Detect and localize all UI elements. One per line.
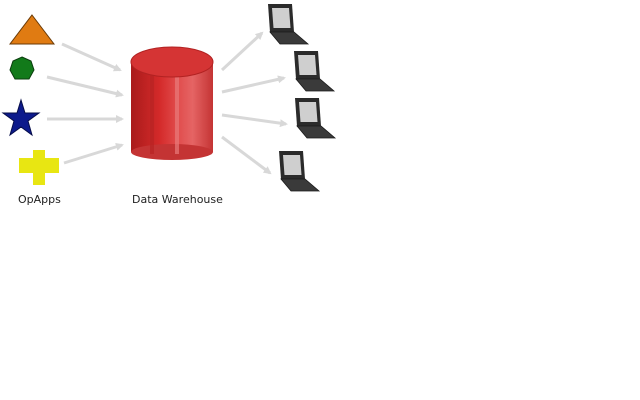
star-icon <box>1 98 41 137</box>
arrow <box>221 113 288 128</box>
arrow <box>46 75 124 98</box>
laptop-icon <box>279 151 321 192</box>
laptop-icon <box>295 98 337 139</box>
database-cylinder-icon <box>130 46 214 160</box>
arrow <box>221 135 272 175</box>
arrow <box>61 42 122 72</box>
laptop-icon <box>294 51 336 92</box>
data-warehouse-label: Data Warehouse <box>132 193 223 206</box>
laptop-icon <box>268 4 310 45</box>
plus-icon <box>19 150 59 185</box>
triangle-icon <box>8 14 56 45</box>
arrow <box>63 142 124 165</box>
arrow <box>221 75 286 94</box>
opapps-label: OpApps <box>18 193 61 206</box>
heptagon-icon <box>9 56 35 80</box>
arrow <box>220 31 264 72</box>
